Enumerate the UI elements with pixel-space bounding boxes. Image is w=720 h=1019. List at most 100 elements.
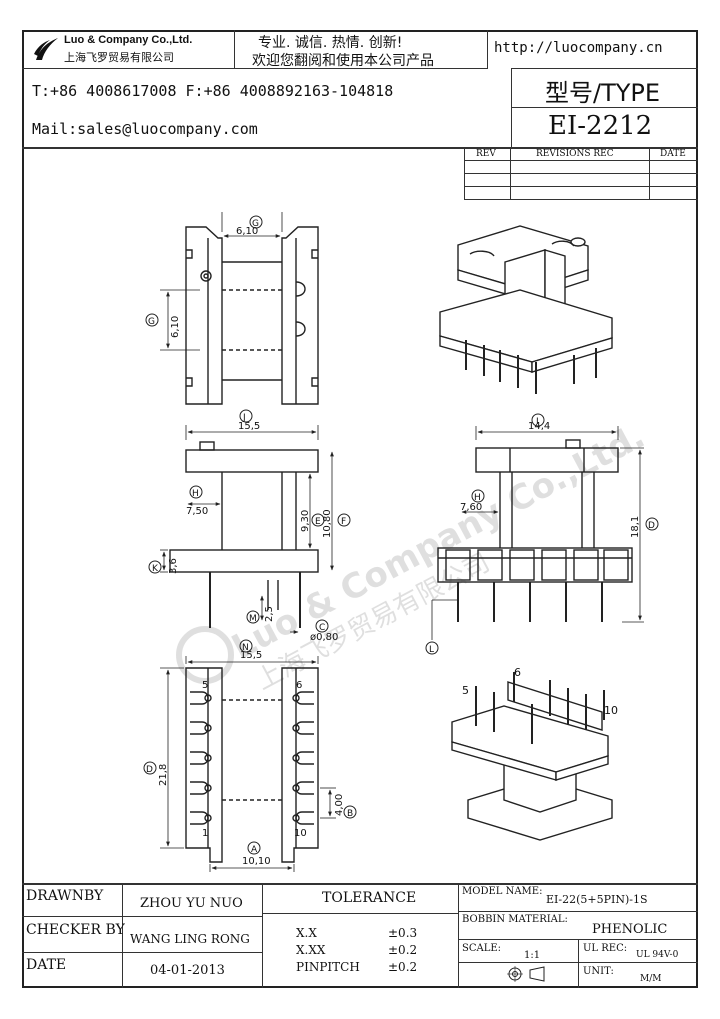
- dim-i: 14,4: [528, 421, 550, 432]
- pin-10-label: 10: [294, 828, 307, 839]
- callout-d-left: D: [143, 761, 157, 775]
- pin-6-label: 6: [296, 680, 302, 691]
- watermark-en: Luo & Company Co.,Ltd.: [225, 416, 651, 668]
- callout-j: J: [239, 409, 253, 423]
- svg-text:N: N: [242, 643, 249, 653]
- svg-text:G: G: [148, 317, 155, 327]
- dim-m: 2,5: [264, 606, 275, 622]
- checker-value: WANG LING RONG: [130, 932, 250, 946]
- company-name-cn: 上海飞罗贸易有限公司: [64, 51, 174, 64]
- svg-text:B: B: [347, 809, 353, 819]
- dim-a: 10,10: [242, 856, 271, 867]
- company-name-en: Luo & Company Co.,Ltd.: [64, 34, 193, 46]
- iso-pin-5-label: 5: [462, 684, 469, 697]
- isometric-pins-top: [465, 340, 597, 394]
- date-value: 04-01-2013: [150, 963, 225, 978]
- isometric-view-top: [439, 225, 613, 373]
- callout-f: F: [337, 513, 351, 527]
- callout-g-side: G: [145, 313, 159, 327]
- date-col-header: DATE: [660, 149, 686, 159]
- technical-drawing: Luo & Company Co.,Ltd. 上海飞罗贸易有限公司 6,10 G…: [143, 212, 659, 872]
- svg-text:L: L: [429, 645, 434, 655]
- svg-text:H: H: [192, 489, 199, 499]
- callout-e: E: [311, 513, 325, 527]
- dim-g-side: 6,10: [170, 316, 181, 338]
- svg-text:H: H: [474, 493, 481, 503]
- dim-h-right: 7,60: [460, 502, 482, 513]
- checker-label: CHECKER BY: [26, 922, 125, 938]
- callout-n: N: [239, 639, 253, 653]
- model-name-label: MODEL NAME:: [462, 886, 543, 897]
- svg-text:C: C: [319, 623, 325, 633]
- type-value: EI-2212: [548, 111, 653, 141]
- company-logo-icon: [34, 38, 58, 60]
- drawing-frame: [22, 30, 698, 988]
- dim-e: 9,30: [300, 510, 311, 532]
- svg-text:G: G: [252, 219, 259, 229]
- tol-pinpitch-value: ±0.2: [388, 960, 418, 974]
- ul-rec-label: UL REC:: [583, 943, 628, 954]
- side-view: [160, 425, 334, 634]
- callout-i: I: [531, 413, 545, 427]
- dim-k: 3,6: [168, 558, 179, 574]
- front-view: [437, 439, 633, 583]
- pin-1-label: 1: [202, 828, 208, 839]
- svg-text:E: E: [315, 517, 321, 527]
- svg-text:D: D: [648, 521, 655, 531]
- model-name-value: EI-22(5+5PIN)-1S: [546, 893, 648, 906]
- svg-text:I: I: [536, 417, 539, 427]
- svg-text:A: A: [251, 845, 258, 855]
- callout-c: C: [315, 619, 329, 633]
- dim-d-left: 21,8: [158, 764, 169, 786]
- website-link[interactable]: http://luocompany.cn: [494, 40, 663, 56]
- bobbin-material-value: PHENOLIC: [592, 922, 668, 937]
- top-view: [160, 212, 319, 405]
- callout-a: A: [247, 841, 261, 855]
- revisions-rec-col-header: REVISIONS REC: [536, 149, 614, 159]
- callout-g-top: G: [249, 215, 263, 229]
- dim-g-top: 6,10: [236, 226, 258, 237]
- dim-f: 10,80: [322, 509, 333, 538]
- type-label: 型号/TYPE: [545, 79, 661, 107]
- isometric-pins-bottom: [475, 672, 605, 744]
- bobbin-material-label: BOBBIN MATERIAL:: [462, 914, 568, 925]
- callout-k: K: [148, 560, 162, 574]
- svg-text:F: F: [341, 517, 346, 527]
- isometric-view-bottom: [451, 681, 613, 841]
- drawnby-label: DRAWNBY: [26, 888, 104, 904]
- dim-n: 15,5: [240, 650, 262, 661]
- tol-x-xx-value: ±0.2: [388, 943, 418, 957]
- rev-col-header: REV: [476, 149, 496, 159]
- dim-j: 15,5: [238, 421, 260, 432]
- callout-h-left: H: [189, 485, 203, 499]
- mail-address: Mail:sales@luocompany.com: [32, 120, 258, 138]
- scale-label: SCALE:: [462, 943, 502, 954]
- svg-text:D: D: [146, 765, 153, 775]
- dim-d-right: 18,1: [630, 516, 641, 538]
- projection-symbol-icon: [507, 966, 545, 982]
- pin-5-label: 5: [202, 680, 208, 691]
- svg-text:J: J: [242, 413, 246, 423]
- callout-l: L: [425, 641, 439, 655]
- dim-c: ø0,80: [310, 632, 338, 643]
- dim-h-left: 7,50: [186, 506, 208, 517]
- unit-label: UNIT:: [583, 966, 614, 977]
- date-label: DATE: [26, 957, 67, 973]
- svg-text:K: K: [152, 564, 159, 574]
- dim-b: 4,00: [334, 794, 345, 816]
- svg-text:M: M: [249, 614, 257, 624]
- tolerance-label: TOLERANCE: [322, 890, 417, 906]
- tol-x-x-value: ±0.3: [388, 926, 418, 940]
- phone-fax: T:+86 4008617008 F:+86 4008892163-104818: [32, 82, 394, 100]
- tol-x-xx: X.XX: [296, 943, 326, 957]
- tol-x-x: X.X: [296, 926, 317, 940]
- callout-m: M: [246, 610, 260, 624]
- scale-value: 1:1: [524, 950, 541, 961]
- drawnby-value: ZHOU YU NUO: [140, 896, 243, 911]
- callout-h-right: H: [471, 489, 485, 503]
- callout-d-right: D: [645, 517, 659, 531]
- iso-pin-10-label: 10: [604, 704, 618, 717]
- bottom-view: [160, 656, 336, 872]
- callout-b: B: [343, 805, 357, 819]
- tol-pinpitch: PINPITCH: [296, 960, 360, 974]
